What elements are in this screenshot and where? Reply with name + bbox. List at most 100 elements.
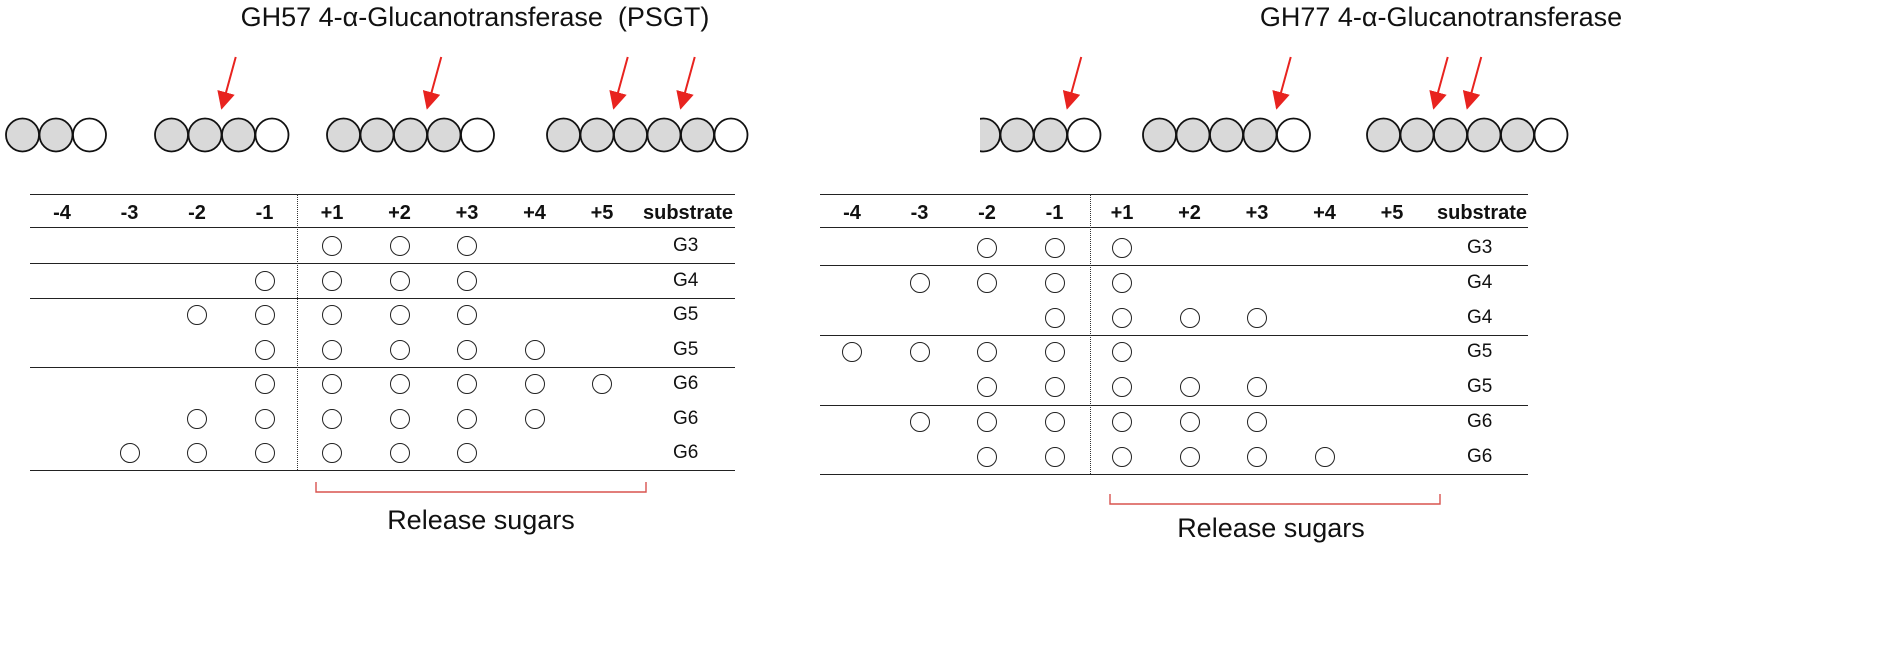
subsite-occupied-circle: [457, 443, 477, 463]
glucose-residue-filled: [646, 117, 682, 153]
subsite-occupied-circle: [457, 270, 477, 291]
substrate-label: G5: [673, 338, 699, 360]
subsite-occupied-circle: [119, 443, 140, 463]
subsite-occupied-circle: [389, 374, 410, 394]
subsite-occupied-circle: [524, 408, 545, 429]
substrate-label: G3: [673, 235, 699, 256]
glucose-residue-filled: [613, 117, 648, 153]
subsite-occupied-circle: [1179, 412, 1200, 432]
subsite-occupied-circle: [1044, 307, 1065, 328]
oligosaccharide-chain: [326, 56, 495, 153]
subsite-occupied-circle: [254, 270, 275, 291]
subsite-occupied-circle: [457, 305, 477, 325]
oligosaccharide-chain: [5, 117, 107, 153]
subsite-header: -3: [120, 202, 139, 224]
subsite-header: +4: [523, 202, 546, 224]
subsite-occupied-circle: [187, 443, 207, 463]
subsite-occupied-circle: [389, 236, 410, 256]
glucose-residue-reducing-end: [460, 117, 495, 153]
subsite-occupied-circle: [1112, 272, 1132, 293]
glucose-residue-filled: [5, 117, 40, 153]
subsite-occupied-circle: [322, 339, 342, 360]
cleavage-arrow-icon: [217, 56, 237, 110]
substrate-label: G6: [1467, 411, 1493, 432]
substrate-label: G4: [1467, 271, 1493, 293]
subsite-occupied-circle: [389, 339, 410, 360]
oligosaccharide-chain: [980, 56, 1102, 153]
subsite-occupied-circle: [1044, 342, 1065, 363]
subsite-occupied-circle: [1112, 238, 1132, 258]
group-separator: [30, 366, 735, 368]
glucose-residue-filled: [999, 117, 1035, 153]
cleavage-site-divider: [1090, 194, 1091, 475]
glucose-residue-filled: [38, 117, 74, 153]
subsite-occupied-circle: [592, 374, 612, 394]
subsite-occupied-circle: [389, 408, 410, 429]
subsite-occupied-circle: [1247, 377, 1267, 398]
subsite-occupied-circle: [1112, 307, 1132, 328]
subsite-header: -1: [255, 202, 274, 224]
cleavage-arrow-icon: [1429, 56, 1449, 110]
group-separator: [30, 297, 735, 299]
subsite-occupied-circle: [977, 446, 997, 467]
gh77-title: GH77 4-α-Glucanotransferase: [1259, 2, 1623, 32]
gh57-title: GH57 4-α-Glucanotransferase (PSGT): [240, 2, 710, 32]
subsite-occupied-circle: [524, 339, 545, 360]
glucose-residue-filled: [579, 117, 615, 153]
substrate-label: G5: [1467, 376, 1493, 398]
cleavage-arrow-icon: [1272, 56, 1292, 110]
substrate-label: G4: [673, 269, 699, 291]
subsite-header: +5: [590, 202, 614, 224]
glucose-residue-filled: [359, 117, 395, 153]
subsite-header: +2: [388, 202, 411, 224]
oligosaccharide-chain: [1142, 56, 1311, 153]
subsite-header: +5: [1380, 202, 1404, 224]
subsite-occupied-circle: [1112, 446, 1132, 467]
subsite-occupied-circle: [457, 374, 477, 394]
glucose-residue-filled: [393, 117, 428, 153]
subsite-header: +2: [1178, 202, 1201, 224]
subsite-header: +3: [455, 202, 479, 224]
glucose-residue-filled: [1209, 117, 1244, 153]
subsite-occupied-circle: [254, 408, 275, 429]
substrate-label: G6: [673, 407, 699, 429]
subsite-occupied-circle: [322, 270, 342, 291]
glucose-residue-filled: [1033, 117, 1068, 153]
subsite-occupied-circle: [187, 408, 207, 429]
table-bottom-rule: [30, 470, 735, 472]
subsite-header: -4: [843, 202, 861, 224]
glucose-residue-filled: [1399, 117, 1435, 153]
release-sugars-bracket: [1109, 494, 1441, 505]
subsite-occupied-circle: [254, 339, 275, 360]
group-separator: [820, 265, 1528, 267]
glucose-residue-reducing-end: [72, 117, 107, 153]
glucose-residue-filled: [1466, 117, 1502, 153]
subsite-header: +1: [1110, 202, 1134, 224]
group-separator: [820, 335, 1528, 336]
subsite-occupied-circle: [842, 342, 862, 363]
glucose-residue-reducing-end: [254, 117, 290, 153]
glucose-residue-filled: [187, 117, 223, 153]
cleavage-site-divider: [297, 194, 298, 471]
glucose-residue-reducing-end: [1533, 117, 1569, 153]
subsite-occupied-circle: [977, 238, 997, 258]
subsite-occupied-circle: [322, 443, 342, 463]
glucose-residue-filled: [426, 117, 462, 153]
subsite-occupied-circle: [322, 374, 342, 394]
subsite-occupied-circle: [254, 443, 275, 463]
substrate-label: G6: [673, 442, 699, 463]
subsite-occupied-circle: [1044, 377, 1065, 398]
glucose-residue-filled: [1175, 117, 1211, 153]
subsite-occupied-circle: [254, 305, 275, 325]
glucose-residue-reducing-end: [1276, 117, 1311, 153]
subsite-occupied-circle: [1247, 446, 1267, 467]
subsite-occupied-circle: [1044, 412, 1065, 432]
subsite-occupied-circle: [389, 305, 410, 325]
table-top-rule: [820, 194, 1528, 195]
subsite-occupied-circle: [1112, 377, 1132, 398]
subsite-header: -2: [978, 202, 996, 224]
subsite-occupied-circle: [1044, 272, 1065, 293]
subsite-occupied-circle: [909, 272, 930, 293]
subsite-occupied-circle: [1044, 446, 1065, 467]
oligosaccharide-chain: [154, 56, 290, 153]
